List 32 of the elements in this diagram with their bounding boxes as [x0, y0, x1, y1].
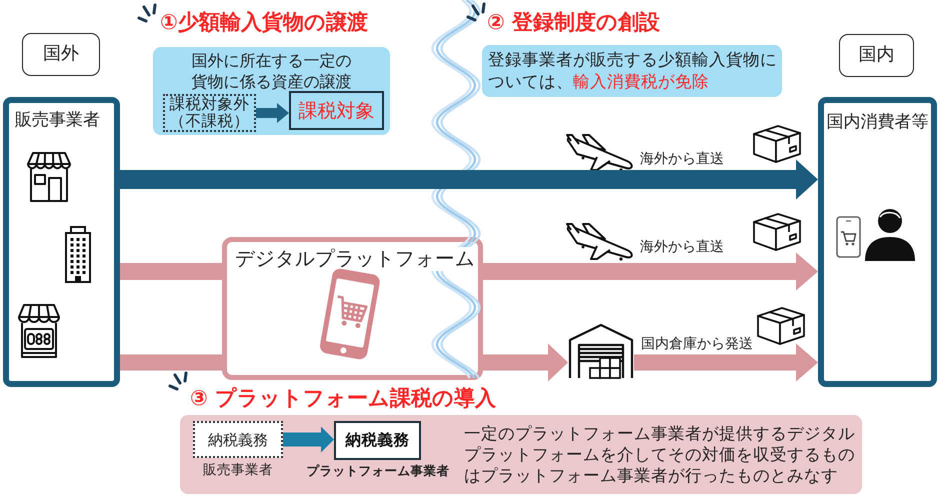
connector: [120, 354, 222, 370]
party-panel: [3, 97, 120, 387]
callout-text: 国外に所在する一定の貨物に係る資産の譲渡: [190, 50, 352, 92]
dotted-box: 納税義務: [193, 421, 283, 458]
box-title: デジタルプラットフォーム: [235, 247, 475, 271]
framed-box: 納税義務: [334, 421, 421, 460]
callout-text: 登録事業者が販売する少額輸入貨物については、輸入消費税が免除: [488, 49, 778, 93]
callout-heading: ② 登録制度の創設: [487, 9, 660, 36]
edge-label: 海外から直送: [640, 151, 724, 168]
framed-box: 課税対象: [289, 91, 384, 130]
party-panel: [818, 97, 937, 387]
callout-text: 一定のプラットフォーム事業者が提供するデジタルプラットフォームを介してその対価を収受するものはプラットフォーム事業者が行ったものとみなす: [464, 423, 856, 486]
edge-label: 国内倉庫から発送: [641, 336, 753, 353]
dotted-box: 課税対象外（不課税）: [163, 94, 256, 132]
panel-title: 国内消費者等: [826, 112, 928, 132]
arrow: [283, 426, 334, 452]
node-label: プラットフォーム事業者: [306, 463, 450, 480]
callout-heading: ①少額輸入貨物の譲渡: [160, 9, 368, 36]
arrow: [256, 103, 289, 123]
node-label: 販売事業者: [203, 462, 273, 480]
edge-label: 海外から直送: [640, 239, 724, 256]
label-box: 国外: [22, 33, 100, 76]
arrow: [634, 344, 818, 382]
connector: [120, 263, 222, 280]
callout-heading: ③ プラットフォーム課税の導入: [190, 385, 496, 412]
arrow: [120, 160, 818, 200]
warehouse-icon: [568, 323, 634, 379]
label-box: 国内: [839, 34, 914, 77]
panel-title: 販売事業者: [15, 110, 100, 130]
arrow: [483, 344, 568, 382]
arrow: [483, 252, 818, 290]
platform-box: [222, 237, 483, 380]
